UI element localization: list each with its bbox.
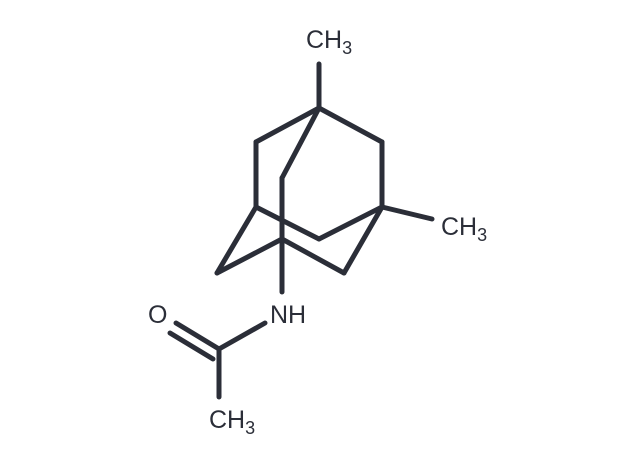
label-acetyl-methyl: CH3	[209, 406, 255, 438]
bond-carbonyl-double-a	[173, 320, 222, 352]
bond-left-lower	[214, 204, 259, 276]
bond-apex-back	[279, 105, 322, 181]
label-top-methyl: CH3	[306, 26, 352, 58]
bond-n-carbonyl	[216, 320, 268, 352]
bond-lower-left	[214, 236, 285, 276]
label-amide-nitrogen: NH	[270, 301, 306, 329]
label-carbonyl-oxygen: O	[148, 301, 167, 329]
bond-mid-left	[253, 204, 322, 242]
bond-carbonyl-double-b	[167, 330, 216, 362]
bond-lower-right	[279, 236, 347, 276]
bond-apex-left	[253, 105, 322, 145]
bond-right-mid	[316, 204, 385, 242]
bond-right-methyl	[379, 204, 435, 222]
bond-right-lower	[341, 204, 385, 276]
bond-lines	[167, 61, 435, 400]
bond-apex-right	[316, 105, 385, 145]
label-right-methyl: CH3	[441, 213, 487, 245]
